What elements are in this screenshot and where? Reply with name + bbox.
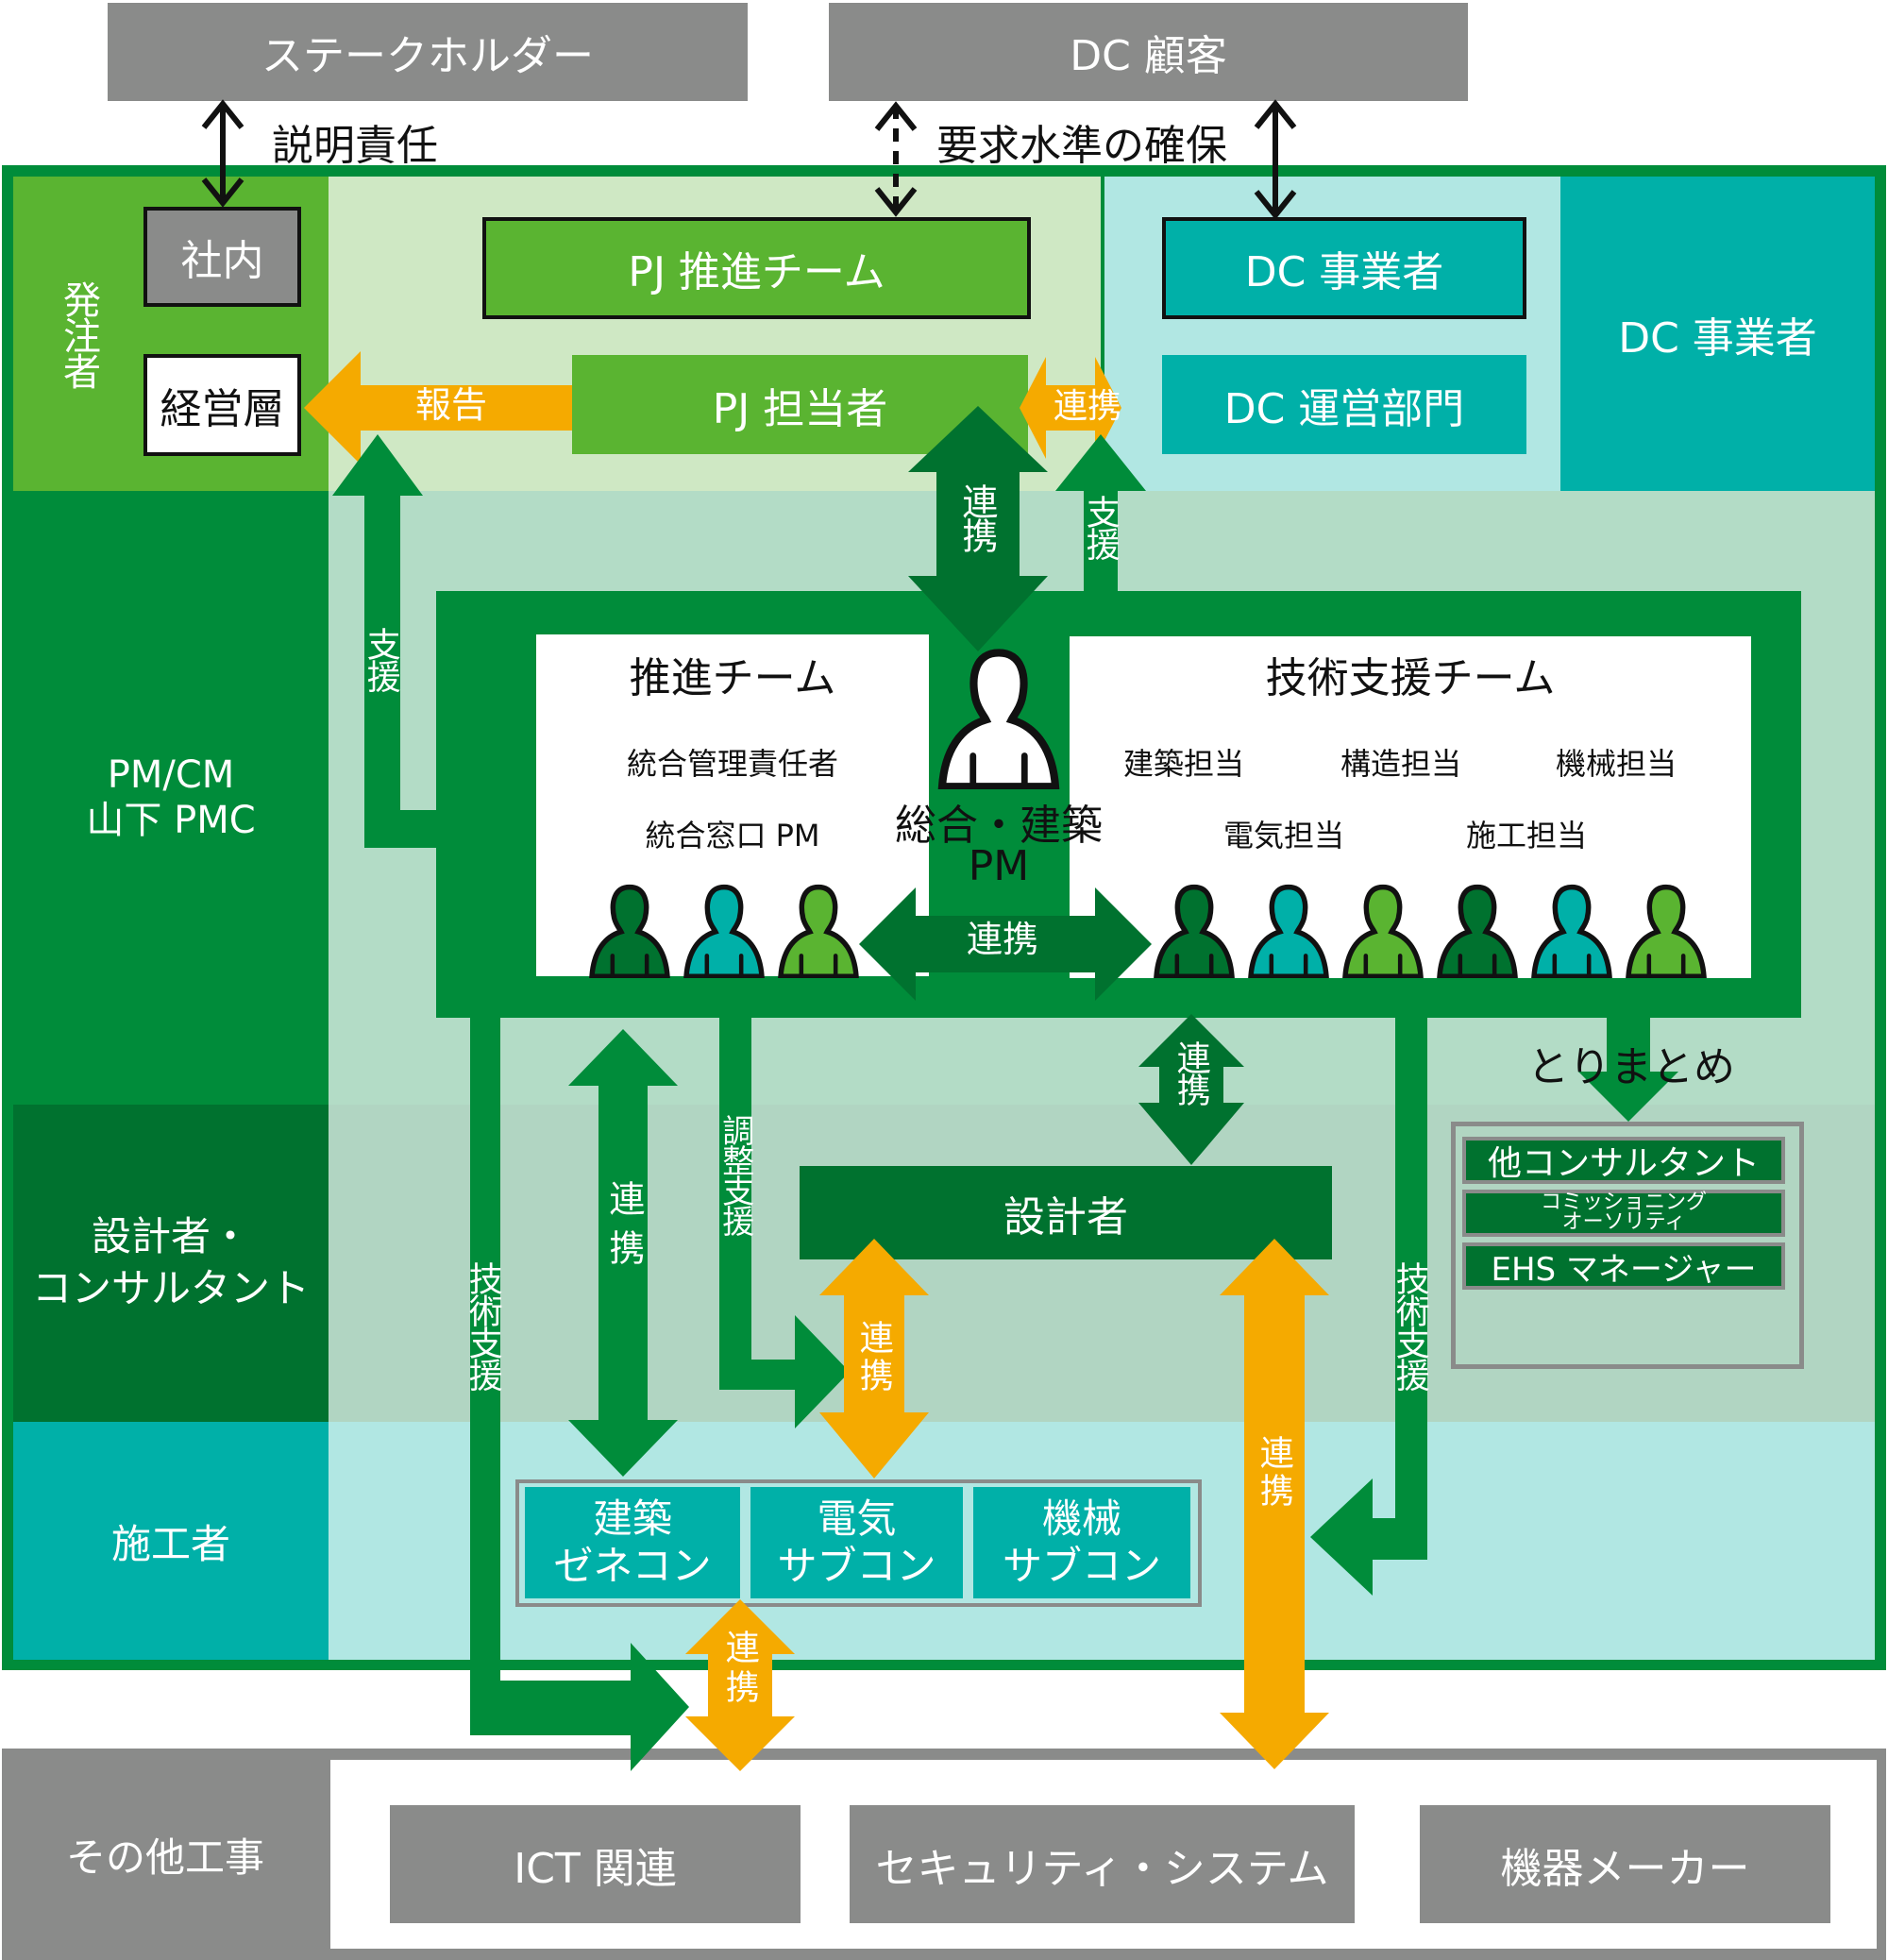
consultant-commissioning: コミッショニング オーソリティ xyxy=(1462,1190,1785,1237)
accountability-label: 説明責任 xyxy=(272,122,438,170)
tech-support-right-label: 技術支援 xyxy=(1390,1261,1429,1390)
management-label: 経営層 xyxy=(160,385,285,433)
pm-person-icon xyxy=(937,649,1060,789)
dc-customer-box: DC 顧客 xyxy=(829,3,1468,101)
pmcm-label-line2: 山下 PMC xyxy=(86,799,256,842)
other-equipment: 機器メーカー xyxy=(1420,1805,1830,1923)
other-works-label: その他工事 xyxy=(65,1833,264,1881)
other-ict: ICT 関連 xyxy=(390,1805,801,1923)
designer-others-coop-label: 連携 xyxy=(1254,1435,1293,1511)
contractor-electrical: 電気 サブコン xyxy=(750,1487,963,1598)
promo-role-1: 統合管理責任者 xyxy=(626,746,838,782)
consultants-group xyxy=(1451,1122,1804,1369)
designer-box: 設計者 xyxy=(800,1166,1332,1259)
team-member-icon xyxy=(1342,884,1424,978)
tech-role-mechanical: 機械担当 xyxy=(1556,746,1677,782)
summary-label: とりまとめ xyxy=(1527,1043,1735,1091)
contractor-architecture: 建築 ゼネコン xyxy=(525,1487,740,1598)
team-member-icon xyxy=(1248,884,1329,978)
team-member-icon xyxy=(1531,884,1612,978)
team-member-icon xyxy=(683,884,765,978)
pmc-contractor-coop-label: 連携 xyxy=(602,1180,645,1278)
designer-label-line1: 設計者・ xyxy=(91,1213,250,1260)
pj-person-box: PJ 担当者 xyxy=(572,355,1028,454)
support-dc-label: 支援 xyxy=(1080,495,1120,559)
dc-operation-box: DC 運営部門 xyxy=(1162,355,1526,454)
promo-role-2: 統合窓口 PM xyxy=(645,818,820,853)
tech-role-architecture: 建築担当 xyxy=(1123,746,1245,782)
team-member-icon xyxy=(589,884,670,978)
team-coop-label: 連携 xyxy=(967,919,1039,960)
pj-team-label: PJ 推進チーム xyxy=(628,248,885,296)
team-member-icon xyxy=(1626,884,1707,978)
dc-operator-side-box: DC 事業者 xyxy=(1560,177,1875,491)
requirement-label: 要求水準の確保 xyxy=(936,122,1227,170)
client-label: 発注者 xyxy=(57,280,100,388)
internal-label: 社内 xyxy=(180,237,264,285)
tech-team-title: 技術支援チーム xyxy=(1265,654,1556,702)
management-box: 経営層 xyxy=(143,354,301,456)
tech-role-structure: 構造担当 xyxy=(1340,746,1462,782)
other-security: セキュリティ・システム xyxy=(850,1805,1355,1923)
designer-row-header: 設計者・ コンサルタント xyxy=(13,1105,329,1422)
pj-pmc-coop-label: 連携 xyxy=(955,483,998,551)
pmcm-row-header: PM/CM 山下 PMC xyxy=(13,491,329,1105)
dc-customer-label: DC 顧客 xyxy=(1070,32,1227,80)
pj-team-box: PJ 推進チーム xyxy=(482,217,1031,319)
pm-label-line1: 総合・建築 xyxy=(895,802,1103,850)
tech-role-construction: 施工担当 xyxy=(1466,818,1588,853)
tech-role-electrical: 電気担当 xyxy=(1223,818,1345,853)
stakeholder-box: ステークホルダー xyxy=(108,3,748,101)
contractor-label: 施工者 xyxy=(110,1520,230,1567)
designer-label-line2: コンサルタント xyxy=(31,1265,310,1311)
support-left-label: 支援 xyxy=(361,627,400,691)
contractor-others-coop-label: 連携 xyxy=(719,1630,759,1709)
stakeholder-label: ステークホルダー xyxy=(261,32,594,80)
pj-person-label: PJ 担当者 xyxy=(712,384,888,433)
team-member-icon xyxy=(1154,884,1235,978)
other-works-header: その他工事 xyxy=(2,1749,329,1960)
consultant-ehs: EHS マネージャー xyxy=(1462,1242,1785,1290)
dc-operator-side-label: DC 事業者 xyxy=(1618,313,1817,363)
internal-box: 社内 xyxy=(143,207,301,307)
pmc-designer-coop-label: 連携 xyxy=(1171,1040,1210,1105)
promo-team-title: 推進チーム xyxy=(629,654,836,702)
dc-operator-box: DC 事業者 xyxy=(1162,217,1526,319)
pmcm-label-line1: PM/CM xyxy=(107,753,235,797)
consultant-other: 他コンサルタント xyxy=(1462,1137,1785,1184)
coord-support-label: 調整支援 xyxy=(716,1114,754,1235)
contractor-row-header: 施工者 xyxy=(13,1422,329,1660)
report-label: 報告 xyxy=(415,384,488,426)
pj-dc-coop-label: 連携 xyxy=(1054,387,1122,426)
dc-operator-label: DC 事業者 xyxy=(1244,248,1444,296)
team-member-icon xyxy=(778,884,859,978)
designer-electrical-coop-label: 連携 xyxy=(853,1320,893,1395)
dc-operation-label: DC 運営部門 xyxy=(1223,384,1465,433)
tech-support-left-label: 技術支援 xyxy=(463,1261,502,1390)
designer-box-label: 設計者 xyxy=(1003,1192,1128,1242)
pm-label-line2: PM xyxy=(968,842,1030,890)
team-member-icon xyxy=(1437,884,1518,978)
contractor-mechanical: 機械 サブコン xyxy=(973,1487,1190,1598)
